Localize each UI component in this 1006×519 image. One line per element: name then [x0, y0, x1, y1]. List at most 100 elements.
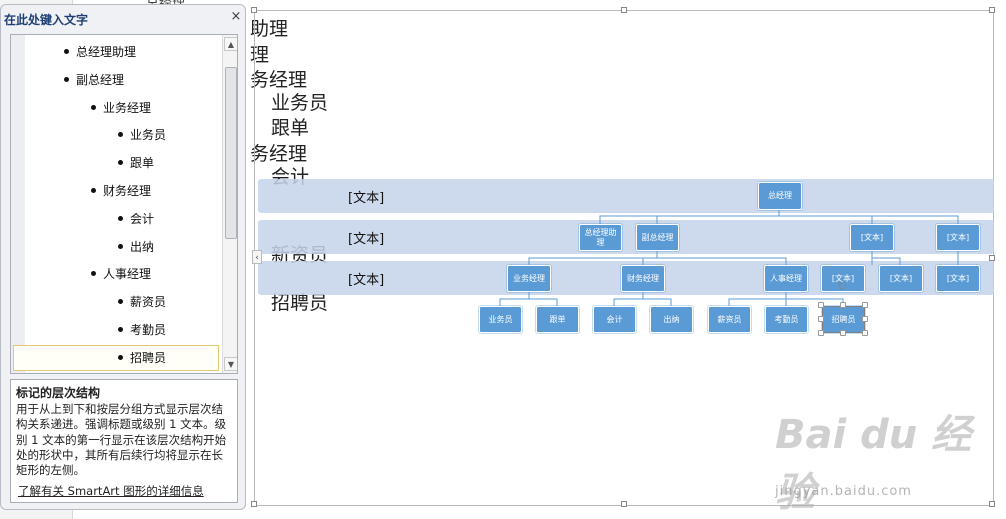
- list-item-label: 薪资员: [130, 295, 167, 310]
- list-item-label: 财务经理: [103, 184, 152, 198]
- band-label[interactable]: [文本]: [348, 232, 385, 247]
- list-item[interactable]: 招聘员: [118, 348, 166, 368]
- selected-row-highlight: [13, 345, 219, 371]
- node-merchandiser[interactable]: 跟单: [536, 306, 579, 333]
- rotate-handle-icon[interactable]: ↻: [837, 279, 848, 293]
- node-label: 总经理: [768, 191, 792, 200]
- node-label: 业务员: [488, 314, 513, 324]
- list-item[interactable]: 总经理助理: [64, 42, 136, 62]
- bullet-icon: [118, 354, 123, 360]
- node-attendance-clerk[interactable]: 考勤员: [765, 306, 808, 333]
- list-item[interactable]: 业务经理: [91, 98, 151, 118]
- node-label: 薪资员: [717, 314, 742, 324]
- background-text-line: 招聘员: [271, 292, 329, 314]
- node-cashier[interactable]: 出纳: [650, 306, 693, 333]
- list-item-label: 业务员: [130, 128, 167, 143]
- selection-handle-se[interactable]: [862, 330, 868, 336]
- node-placeholder-b[interactable]: [文本]: [936, 224, 980, 251]
- band-label[interactable]: [文本]: [348, 273, 385, 288]
- node-placeholder-a[interactable]: [文本]: [850, 224, 894, 251]
- node-label: 人事经理: [770, 273, 802, 283]
- list-item[interactable]: 考勤员: [118, 320, 166, 340]
- list-item-label: 出纳: [130, 239, 155, 254]
- node-label: 业务经理: [513, 273, 545, 283]
- layout-description-panel: 标记的层次结构 用于从上到下和按层分组方式显示层次结构关系递进。强调标题或级别 …: [10, 379, 238, 503]
- node-salesman[interactable]: 业务员: [479, 306, 522, 333]
- resize-handle-n[interactable]: [621, 7, 627, 13]
- background-text-line: 助理: [250, 18, 289, 40]
- node-hr-manager[interactable]: 人事经理: [764, 265, 808, 292]
- selection-handle-n[interactable]: [840, 302, 846, 308]
- node-business-manager[interactable]: 业务经理: [507, 265, 551, 292]
- selection-handle-ne[interactable]: [862, 302, 868, 308]
- node-label: [文本]: [860, 232, 884, 242]
- node-label: 会计: [606, 314, 623, 324]
- node-payroll-clerk[interactable]: 薪资员: [708, 306, 751, 333]
- node-label: 招聘员: [831, 314, 856, 324]
- bullet-icon: [91, 104, 96, 110]
- connector: [599, 210, 780, 224]
- resize-handle-se[interactable]: [989, 501, 995, 507]
- node-placeholder-d[interactable]: [文本]: [879, 265, 923, 292]
- list-item-label: 会计: [130, 211, 155, 226]
- node-gm-assistant[interactable]: 总经理助理: [579, 224, 622, 251]
- selection-handle-s[interactable]: [840, 330, 846, 336]
- list-item-label: 考勤员: [130, 323, 167, 337]
- learn-more-link[interactable]: 了解有关 SmartArt 图形的详细信息: [18, 484, 204, 498]
- connector: [779, 215, 959, 224]
- list-item[interactable]: 人事经理: [91, 264, 151, 284]
- node-label: 总经理助理: [584, 227, 617, 247]
- resize-handle-e[interactable]: [989, 255, 995, 261]
- connector: [728, 292, 787, 306]
- node-label: [文本]: [831, 273, 855, 283]
- selection-handle-sw[interactable]: [818, 330, 824, 336]
- connector: [786, 298, 844, 306]
- selection-handle-w[interactable]: [818, 316, 824, 322]
- connector: [499, 292, 530, 306]
- node-placeholder-e[interactable]: [文本]: [936, 265, 980, 292]
- bullet-list-editor[interactable]: 总经理助理副总经理业务经理业务员跟单财务经理会计出纳人事经理薪资员考勤员招聘员 …: [10, 34, 238, 374]
- background-text-line: 业务员: [271, 92, 329, 114]
- scroll-down-icon[interactable]: ▼: [224, 357, 237, 371]
- list-item-label: 人事经理: [103, 267, 152, 282]
- list-item[interactable]: 跟单: [118, 153, 154, 173]
- list-scrollbar[interactable]: ▲ ▼: [222, 35, 237, 373]
- node-recruiter-selected[interactable]: 招聘员: [822, 306, 865, 333]
- scroll-up-icon[interactable]: ▲: [224, 37, 237, 51]
- bullet-icon: [118, 327, 123, 332]
- layout-name: 标记的层次结构: [16, 386, 101, 400]
- connector: [528, 251, 658, 265]
- resize-handle-ne[interactable]: [989, 7, 995, 13]
- node-placeholder-c[interactable]: [文本]: [821, 265, 865, 292]
- resize-handle-sw[interactable]: [251, 501, 257, 507]
- resize-handle-nw[interactable]: [251, 7, 257, 13]
- background-text-line: 务经理: [250, 69, 308, 91]
- list-item-label: 副总经理: [76, 72, 125, 87]
- bullet-icon: [118, 160, 123, 166]
- node-label: 跟单: [549, 314, 566, 324]
- list-item[interactable]: 副总经理: [64, 70, 124, 90]
- list-item[interactable]: 会计: [118, 209, 154, 229]
- bullet-icon: [118, 215, 123, 221]
- node-accountant[interactable]: 会计: [593, 306, 636, 333]
- connector: [657, 257, 787, 265]
- band-label[interactable]: [文本]: [348, 191, 385, 206]
- resize-handle-s[interactable]: [621, 501, 627, 507]
- bullet-icon: [91, 271, 96, 277]
- list-item[interactable]: 薪资员: [118, 292, 166, 312]
- node-vice-gm[interactable]: 副总经理: [636, 224, 679, 251]
- scroll-thumb[interactable]: [225, 67, 237, 239]
- selection-handle-nw[interactable]: [818, 302, 824, 308]
- level-band-1[interactable]: [文本]: [258, 179, 994, 213]
- list-item[interactable]: 出纳: [118, 237, 154, 257]
- connector: [643, 298, 672, 306]
- close-icon[interactable]: ×: [230, 9, 242, 24]
- node-general-manager[interactable]: 总经理: [758, 182, 802, 210]
- list-item[interactable]: 财务经理: [91, 181, 151, 201]
- list-item-label: 总经理助理: [76, 45, 137, 59]
- text-pane-toggle-button[interactable]: ‹: [252, 250, 262, 264]
- node-label: [文本]: [946, 232, 970, 242]
- node-finance-manager[interactable]: 财务经理: [621, 265, 665, 292]
- selection-handle-e[interactable]: [862, 316, 868, 322]
- list-item[interactable]: 业务员: [118, 125, 166, 145]
